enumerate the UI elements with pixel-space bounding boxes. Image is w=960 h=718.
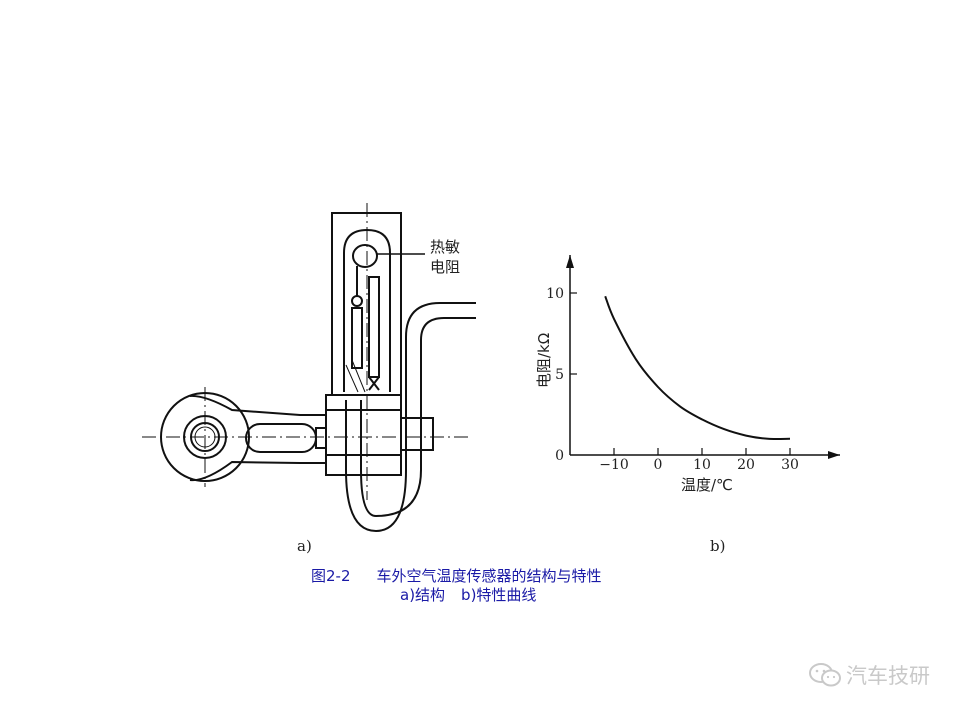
thermistor-bead [352, 244, 378, 268]
x-tick-label: 10 [693, 457, 711, 473]
y-tick-label: 0 [555, 448, 564, 464]
panel-a-label: a) [297, 537, 312, 555]
y-tick-label: 10 [546, 286, 564, 302]
x-tick-label: 20 [737, 457, 755, 473]
x-axis-label: 温度/℃ [681, 476, 733, 494]
y-axis-label: 电阻/kΩ [535, 333, 553, 388]
sensor-structure-drawing [142, 203, 476, 533]
watermark: 汽车技研 [808, 660, 930, 690]
pipe-clamp [400, 417, 434, 451]
panel-b-label: b) [710, 537, 725, 555]
figure-title: 车外空气温度传感器的结构与特性 [376, 567, 602, 585]
bent-pipe-outer [345, 302, 476, 533]
figure-number: 图2-2 [311, 567, 351, 585]
characteristic-chart: −10 0 10 20 30 0 5 10 电阻/kΩ 温度/℃ [535, 255, 840, 494]
resistance-curve [604, 295, 791, 441]
y-tick-label: 5 [555, 367, 564, 383]
caption-sub-a: a)结构 [400, 586, 446, 604]
caption-sub-b: b)特性曲线 [461, 586, 537, 604]
x-tick-label: 30 [781, 457, 799, 473]
x-tick-label: −10 [599, 457, 629, 473]
watermark-text: 汽车技研 [846, 664, 930, 688]
figure-caption-title: 图2-2 车外空气温度传感器的结构与特性 [311, 565, 602, 586]
mount-body [325, 394, 402, 476]
chat-bubble-icon [809, 663, 841, 687]
figure-caption-subtitles: a)结构 b)特性曲线 [400, 584, 536, 605]
thermistor-callout-line2: 电阻 [430, 258, 460, 276]
thermistor-callout-line1: 热敏 [430, 238, 460, 256]
mounting-arm [189, 394, 326, 482]
bent-pipe-inner [360, 317, 476, 518]
x-tick-label: 0 [654, 457, 663, 473]
